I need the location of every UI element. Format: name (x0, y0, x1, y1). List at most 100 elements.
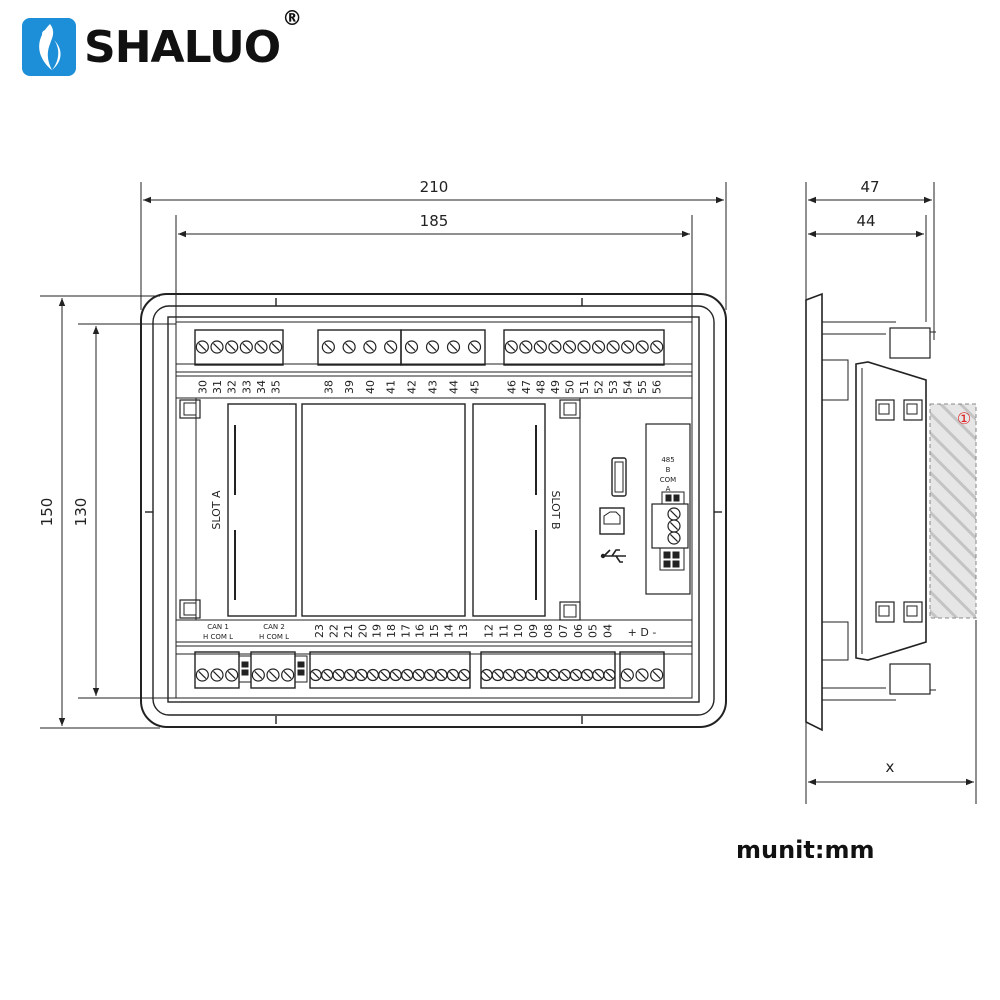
screw-terminal (239, 340, 253, 354)
terminal-number: 52 (593, 380, 606, 394)
terminal-number: 31 (211, 380, 224, 394)
slot-a-label: SLOT A (210, 490, 223, 530)
screw-terminal (446, 340, 461, 354)
unit-label: munit:mm (736, 836, 875, 864)
bottom-terminal-strip (175, 641, 693, 689)
terminal-number: 35 (270, 380, 283, 394)
terminal-number: 50 (563, 380, 576, 394)
rs485-b-label: B (666, 466, 671, 474)
screw-terminal (225, 668, 239, 682)
screw-terminal (210, 668, 224, 682)
terminal-number: 46 (505, 380, 518, 394)
dim-height-outer: 150 (38, 498, 56, 527)
terminal-number: 19 (371, 624, 384, 638)
terminal-number: 07 (557, 624, 570, 638)
terminal-number: 56 (651, 380, 664, 394)
expansion-module-area (929, 403, 977, 619)
screw-terminal (321, 668, 334, 682)
can1-pins-label: H COM L (203, 633, 233, 641)
brand-logo-icon (22, 18, 76, 76)
dim-height-inner: 130 (72, 498, 90, 527)
d-plus-minus-label: + D - (628, 626, 657, 639)
screw-terminal (592, 668, 605, 682)
terminal-number: 47 (520, 380, 533, 394)
bottom-screw-terminals (195, 668, 664, 682)
screw-terminal (210, 340, 224, 354)
terminal-number: 30 (196, 380, 209, 394)
dim-width-outer: 210 (420, 178, 449, 196)
rs485-a-label: A (666, 485, 671, 493)
dim-depth-outer: 47 (860, 178, 879, 196)
screw-terminal (569, 668, 583, 682)
screw-terminal (603, 668, 616, 682)
screw-terminal (513, 668, 527, 682)
terminal-number: 32 (226, 380, 239, 394)
terminal-number: 55 (636, 380, 649, 394)
screw-terminal (533, 340, 547, 354)
terminal-number: 05 (587, 624, 600, 638)
terminal-number: 44 (448, 380, 461, 394)
front-housing-ticks (145, 298, 722, 724)
terminal-number: 15 (428, 624, 441, 638)
terminal-number: 39 (343, 380, 356, 394)
screw-terminal (366, 668, 379, 682)
dim-width-inner: 185 (420, 212, 449, 230)
can2-label: CAN 2 (263, 623, 285, 631)
terminal-number: 54 (622, 380, 635, 394)
terminal-number: 45 (469, 380, 482, 394)
terminal-number: 10 (512, 624, 525, 638)
screw-terminal (254, 340, 268, 354)
terminal-number: 22 (328, 624, 341, 638)
terminal-number: 11 (497, 624, 510, 638)
side-dimension-lines (805, 182, 977, 804)
terminal-number: 12 (482, 624, 495, 638)
module-body (176, 397, 692, 621)
terminal-number: 17 (399, 624, 412, 638)
screw-terminal (342, 340, 356, 354)
terminal-number: 49 (549, 380, 562, 394)
screw-terminal (591, 340, 606, 354)
terminal-number: 42 (406, 380, 419, 394)
screw-terminal (363, 340, 377, 354)
screw-terminal (458, 668, 471, 682)
front-dimension-lines (40, 182, 727, 729)
screw-terminal (225, 340, 239, 354)
screw-terminal (195, 668, 209, 682)
terminal-number: 21 (342, 624, 355, 638)
screw-terminal (467, 340, 482, 354)
terminal-number: 23 (313, 624, 326, 638)
screw-terminal (269, 340, 283, 354)
usb-icon (600, 549, 626, 563)
screw-terminal (606, 340, 620, 354)
screw-terminal (281, 668, 295, 682)
terminal-number: 40 (364, 380, 377, 394)
screw-terminal (321, 340, 335, 354)
front-housing (140, 293, 727, 728)
screw-terminal (446, 668, 459, 682)
rs485-screw-terminals (667, 507, 681, 545)
screw-terminal (384, 340, 398, 354)
can2-pins-label: H COM L (259, 633, 289, 641)
screw-terminal (401, 668, 414, 682)
dim-depth-inner: 44 (856, 212, 875, 230)
brand-logo: SHALUO® (22, 6, 302, 76)
callout-marker: ① (957, 409, 971, 428)
screw-terminal (504, 340, 518, 354)
screw-terminal (525, 668, 538, 682)
screw-terminal (425, 340, 440, 354)
screw-terminal (266, 668, 280, 682)
terminal-number: 18 (385, 624, 398, 638)
terminal-number: 51 (578, 380, 591, 394)
screw-terminal (491, 668, 504, 682)
screw-terminal (667, 531, 681, 545)
screw-terminal (412, 668, 425, 682)
screw-terminal (480, 668, 493, 682)
terminal-number: 09 (527, 624, 540, 638)
terminal-number: 43 (427, 380, 440, 394)
rs485-port (645, 423, 691, 595)
terminal-number: 53 (607, 380, 620, 394)
terminal-number: 33 (240, 380, 253, 394)
screw-terminal (355, 668, 368, 682)
